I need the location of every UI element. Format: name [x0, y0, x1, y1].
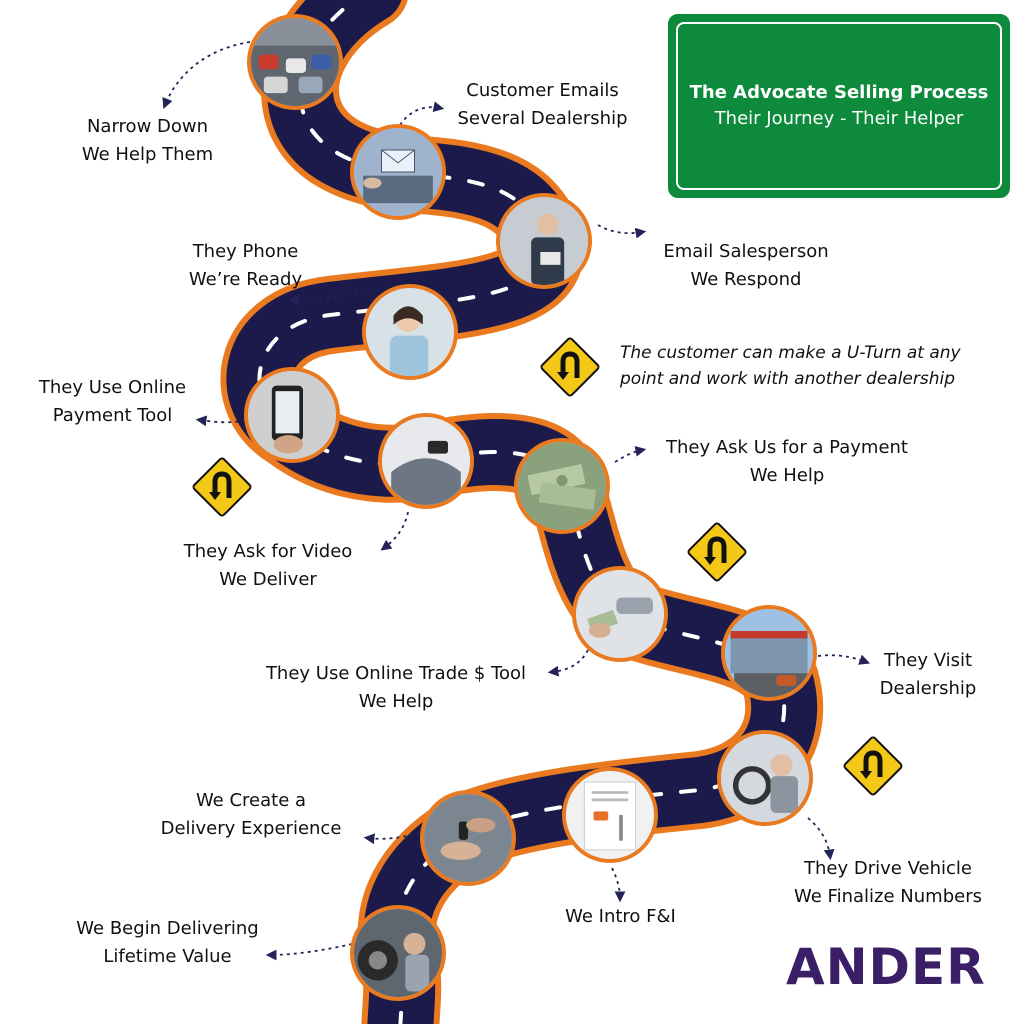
laptop-email-photo: [350, 124, 446, 220]
mechanic-service-photo: [350, 905, 446, 1001]
connector: [162, 41, 251, 110]
connector: [597, 224, 647, 239]
traffic-jam-photo: [247, 14, 343, 110]
connector: [614, 445, 647, 463]
connector: [265, 943, 353, 961]
car-interior-photo: [378, 413, 474, 509]
ander-logo: ANDER: [786, 938, 986, 996]
title-banner-frame: The Advocate Selling Process Their Journ…: [676, 22, 1002, 190]
u-turn-sign: [540, 337, 600, 397]
salesperson-tablet-photo: [496, 193, 592, 289]
road-center-line: [257, 0, 787, 1024]
connector: [287, 289, 379, 306]
cash-stack-photo: [514, 438, 610, 534]
banner-subtitle: Their Journey - Their Helper: [714, 108, 964, 129]
step-label: We Intro F&I: [565, 906, 676, 927]
connector: [807, 817, 835, 861]
woman-phone-photo: [362, 284, 458, 380]
dealership-building-photo: [721, 605, 817, 701]
finance-paperwork-photo: [562, 767, 658, 863]
connector: [611, 867, 626, 903]
uturn-note: The customer can make a U-Turn at any po…: [620, 340, 961, 392]
banner-title: The Advocate Selling Process: [689, 82, 989, 103]
test-drive-photo: [717, 730, 813, 826]
title-banner: The Advocate Selling Process Their Journ…: [668, 14, 1010, 198]
uturn-note-line-2: point and work with another dealership: [620, 369, 956, 389]
cash-handoff-photo: [572, 566, 668, 662]
u-turn-sign: [192, 457, 252, 517]
phone-app-photo: [244, 367, 340, 463]
connector: [817, 654, 871, 665]
connector: [547, 649, 589, 677]
connector: [399, 101, 445, 126]
u-turn-sign: [687, 522, 747, 582]
connector: [380, 511, 409, 551]
uturn-note-line-1: The customer can make a U-Turn at any: [620, 343, 961, 363]
connector: [195, 415, 246, 427]
key-handoff-photo: [420, 790, 516, 886]
u-turn-sign: [843, 736, 903, 796]
